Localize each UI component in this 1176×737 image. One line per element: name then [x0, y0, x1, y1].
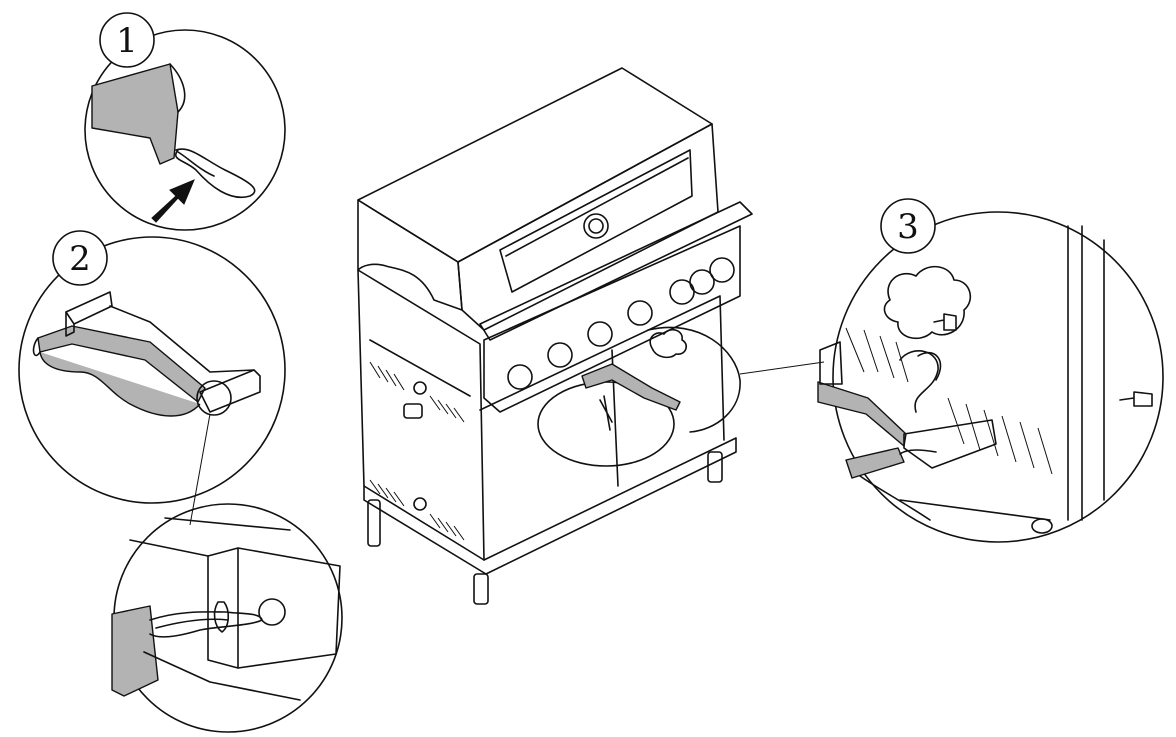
detail-1-loop-insertion: 1 [84, 12, 286, 231]
leader-line-detail-3 [739, 361, 825, 375]
screw-icon [1119, 391, 1153, 407]
bbq-grill-cart [357, 67, 753, 605]
detail-3-strap-mounting: 3 [817, 198, 1164, 543]
detail-2-closeup-hook [111, 503, 343, 733]
step-3-label: 3 [897, 207, 919, 247]
insert-arrow-icon [151, 179, 195, 223]
step-3-badge [880, 198, 936, 254]
step-2-label: 2 [69, 239, 91, 279]
step-1-label: 1 [116, 21, 138, 61]
bolt-icon [933, 313, 957, 331]
detail-2-zoom-ring [196, 380, 232, 416]
bolt-callout-cloud [883, 265, 972, 340]
burner-knobs [507, 257, 735, 390]
step-2-badge [52, 230, 108, 286]
step-1-badge [99, 12, 155, 68]
leader-line-detail-2 [189, 413, 211, 526]
detail-2-strap-bracket: 2 [18, 230, 286, 504]
